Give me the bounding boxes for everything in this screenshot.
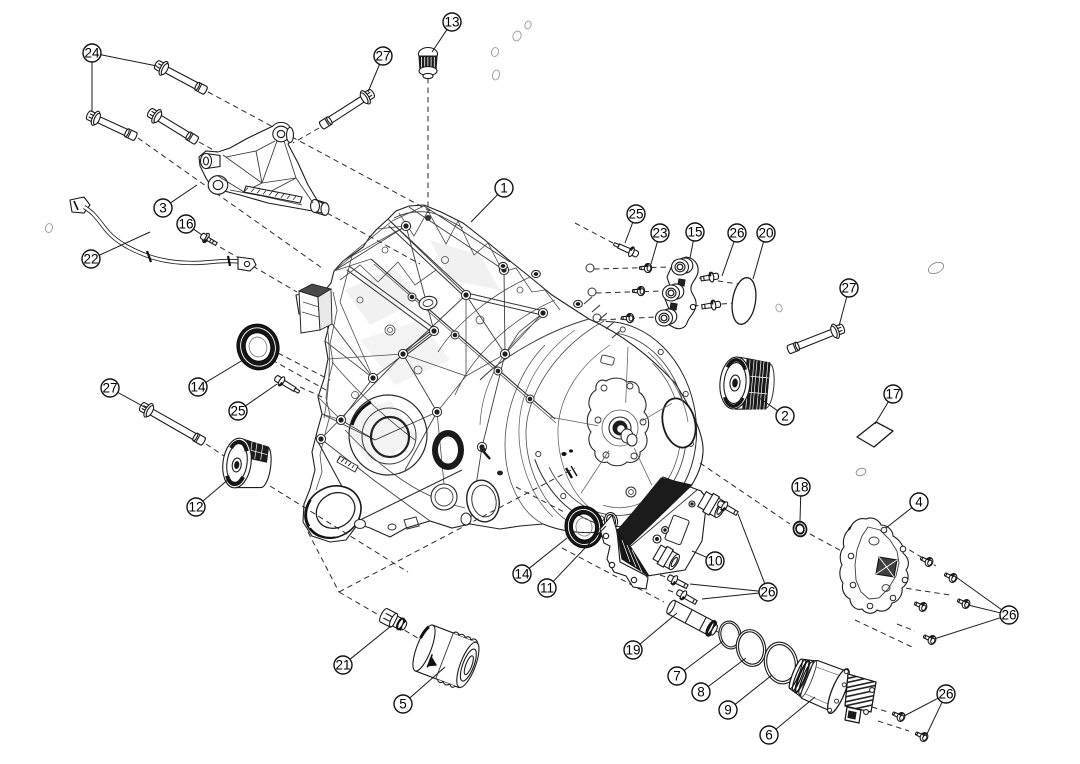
svg-text:15: 15 xyxy=(687,225,702,240)
svg-text:8: 8 xyxy=(697,685,705,700)
svg-text:27: 27 xyxy=(841,281,856,296)
svg-text:9: 9 xyxy=(724,703,732,718)
svg-text:5: 5 xyxy=(399,697,407,712)
svg-text:6: 6 xyxy=(765,728,773,743)
svg-text:1: 1 xyxy=(500,181,508,196)
svg-text:14: 14 xyxy=(190,380,206,395)
svg-text:14: 14 xyxy=(514,567,530,582)
svg-text:27: 27 xyxy=(102,381,117,396)
svg-text:13: 13 xyxy=(444,15,459,30)
svg-text:7: 7 xyxy=(673,669,681,684)
svg-text:26: 26 xyxy=(938,687,953,702)
svg-text:26: 26 xyxy=(760,585,775,600)
svg-text:23: 23 xyxy=(652,226,667,241)
svg-text:18: 18 xyxy=(793,480,808,495)
svg-text:20: 20 xyxy=(758,226,773,241)
svg-text:25: 25 xyxy=(230,404,245,419)
svg-text:10: 10 xyxy=(707,554,722,569)
svg-text:22: 22 xyxy=(83,252,98,267)
svg-text:11: 11 xyxy=(540,581,554,596)
svg-text:27: 27 xyxy=(375,49,390,64)
svg-text:2: 2 xyxy=(781,409,789,424)
svg-text:21: 21 xyxy=(335,658,350,673)
svg-text:16: 16 xyxy=(178,217,193,232)
svg-text:26: 26 xyxy=(1001,608,1016,623)
svg-text:4: 4 xyxy=(915,495,923,510)
svg-text:26: 26 xyxy=(729,226,744,241)
svg-text:3: 3 xyxy=(159,201,167,216)
svg-text:12: 12 xyxy=(188,500,203,515)
svg-text:24: 24 xyxy=(84,46,100,61)
svg-text:25: 25 xyxy=(628,207,643,222)
svg-text:19: 19 xyxy=(625,643,640,658)
svg-text:17: 17 xyxy=(885,387,900,402)
